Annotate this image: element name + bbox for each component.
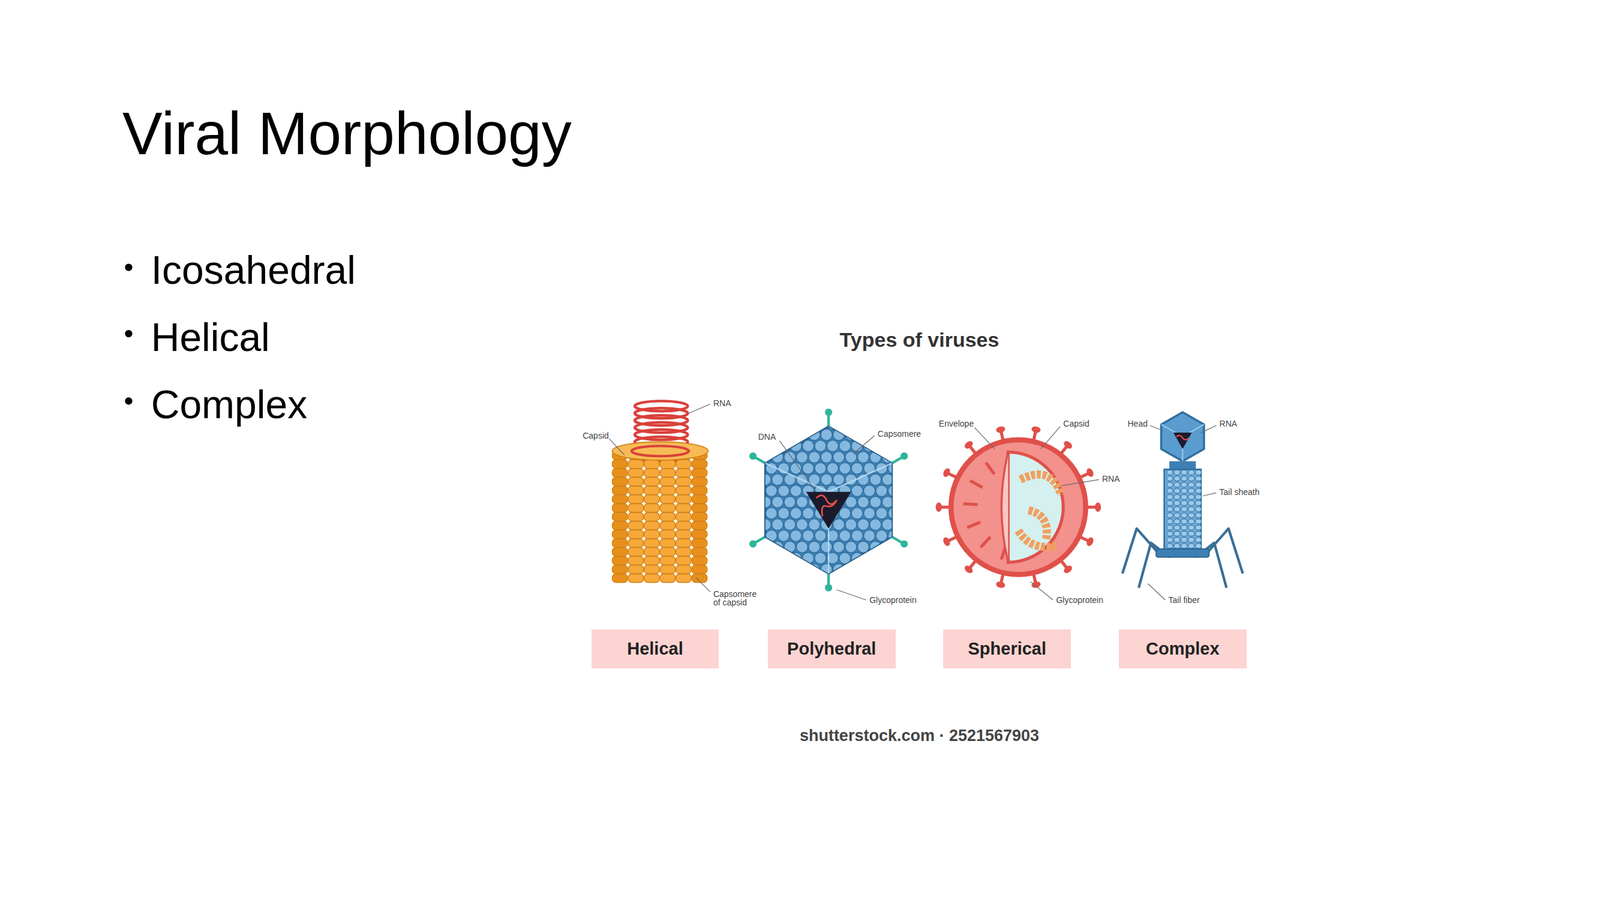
part-label: Envelope bbox=[938, 418, 974, 429]
bullet-item: Helical bbox=[151, 314, 270, 361]
leader-lines bbox=[608, 403, 1217, 600]
figure-heading: Types of viruses bbox=[839, 328, 1000, 352]
part-label: Capsomere of capsid bbox=[713, 589, 762, 607]
type-label-box: Spherical bbox=[943, 629, 1071, 669]
part-label: Tail sheath bbox=[1219, 487, 1260, 497]
type-label: Complex bbox=[1145, 638, 1220, 659]
part-label: Capsid bbox=[1063, 418, 1090, 429]
part-label: Glycoprotein bbox=[869, 595, 917, 605]
part-label: Capsid bbox=[582, 430, 609, 441]
bullet-dots bbox=[124, 263, 132, 405]
part-label: Glycoprotein bbox=[1055, 595, 1104, 605]
type-label-box: Complex bbox=[1118, 629, 1247, 669]
complex-virus bbox=[1122, 412, 1244, 588]
slide-title: Viral Morphology bbox=[122, 98, 572, 168]
part-label: Head bbox=[1127, 418, 1148, 429]
part-label: RNA bbox=[713, 398, 732, 408]
part-label: Capsomere bbox=[877, 428, 921, 439]
part-label: RNA bbox=[1102, 473, 1121, 484]
spherical-virus bbox=[935, 425, 1102, 589]
bullet-item: Icosahedral bbox=[151, 247, 356, 294]
part-label: Tail fiber bbox=[1168, 595, 1200, 605]
type-label: Helical bbox=[626, 638, 684, 659]
type-label-box: Helical bbox=[591, 629, 720, 669]
helical-virus bbox=[612, 400, 709, 582]
bullet-item: Complex bbox=[151, 382, 308, 428]
type-label-box: Polyhedral bbox=[767, 629, 896, 669]
part-label: DNA bbox=[758, 431, 777, 442]
type-label: Polyhedral bbox=[787, 638, 876, 659]
watermark: shutterstock.com · 2521567903 bbox=[799, 726, 1040, 746]
type-label: Spherical bbox=[967, 638, 1047, 659]
part-label: RNA bbox=[1219, 418, 1238, 429]
